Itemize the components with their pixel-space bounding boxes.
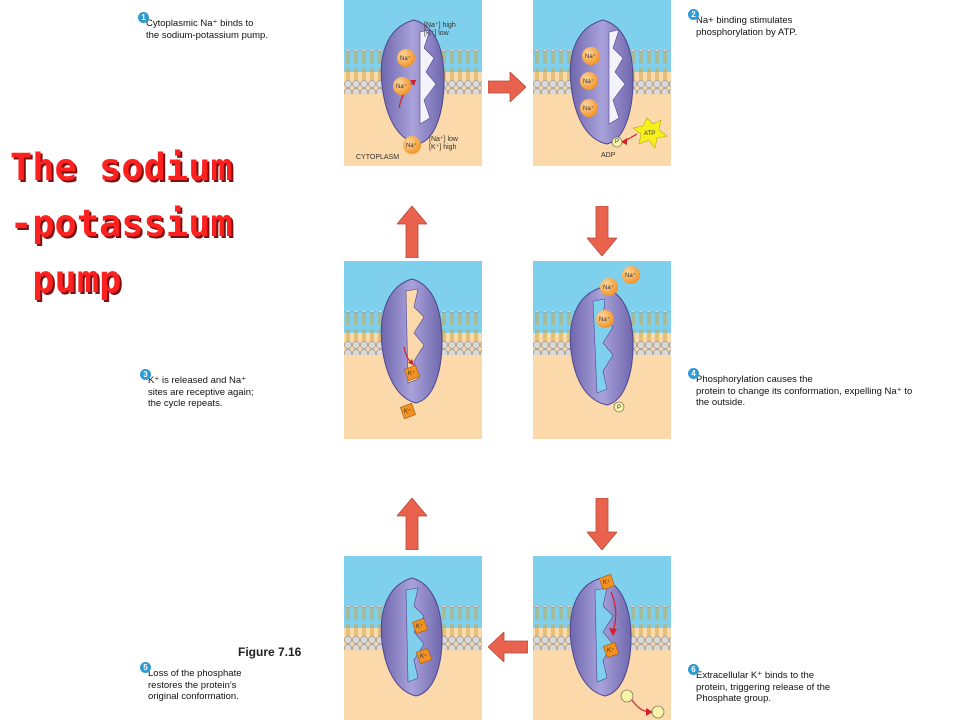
- na-ion: [397, 49, 415, 67]
- atp-label: ATP: [644, 131, 656, 137]
- arrow-step5-to-step3: [397, 498, 427, 550]
- step-6-caption: 6 Extracellular K⁺ binds to the protein,…: [688, 664, 886, 705]
- k-ion: [411, 617, 429, 635]
- panel-step-5: K⁺ K⁺: [344, 556, 482, 720]
- panel-step-2: Na⁺ Na⁺ Na⁺ ATP P ADP: [533, 0, 671, 166]
- step-3-badge: 3: [140, 369, 151, 380]
- phosphate-label: P: [615, 139, 620, 145]
- step-2-badge: 2: [688, 9, 699, 20]
- k-ion: [399, 402, 417, 420]
- step-3-caption: 3 K⁺ is released and Na⁺ sites are recep…: [140, 369, 338, 410]
- step-6-badge: 6: [688, 664, 699, 675]
- k-ion: [602, 641, 620, 659]
- step-1-text: Cytoplasmic Na⁺ binds to the sodium-pota…: [146, 18, 268, 41]
- panel-step-4: Na⁺ Na⁺ Na⁺ P: [533, 261, 671, 439]
- k-ion: [598, 573, 616, 591]
- step-4-text: Phosphorylation causes the protein to ch…: [696, 374, 913, 408]
- na-ion: [580, 72, 598, 90]
- na-label: Na⁺: [583, 106, 594, 112]
- step-1-badge: 1: [138, 12, 149, 23]
- k-ion: [415, 647, 433, 665]
- step-5-text: Loss of the phosphate restores the prote…: [148, 668, 242, 702]
- na-label: Na⁺: [585, 54, 596, 60]
- atp-burst: [632, 117, 668, 149]
- step-5-badge: 5: [140, 662, 151, 673]
- na-label: Na⁺: [603, 285, 614, 291]
- k-label: K⁺: [607, 648, 615, 654]
- k-label: K⁺: [416, 624, 424, 630]
- arrow-step3-to-step1: [397, 206, 427, 258]
- adp-label: ADP: [601, 152, 616, 159]
- na-ion: [622, 266, 640, 284]
- step-3-text: K⁺ is released and Na⁺ sites are recepti…: [148, 375, 254, 409]
- panel-step-6: K⁺ K⁺: [533, 556, 671, 720]
- extracellular-concentration-label: [Na⁺] high [K⁺] low: [424, 22, 456, 37]
- na-label: Na⁺: [400, 56, 411, 62]
- phosphate-label: P: [617, 405, 622, 411]
- step-6-text: Extracellular K⁺ binds to the protein, t…: [696, 670, 831, 704]
- panel-step-3: K⁺ K⁺: [344, 261, 482, 439]
- step-2-text: Na+ binding stimulates phosphorylation b…: [696, 15, 798, 38]
- na-label: Na⁺: [406, 143, 417, 149]
- na-label: Na⁺: [583, 79, 594, 85]
- na-ion: [580, 99, 598, 117]
- na-label: Na⁺: [396, 84, 407, 90]
- step-4-badge: 4: [688, 368, 699, 379]
- k-label: K⁺: [603, 580, 611, 586]
- panel-step-1: Na⁺ Na⁺ Na⁺ [Na⁺] high [K⁺] low [Na⁺] lo…: [344, 0, 482, 166]
- arrow-step6-to-step5: [488, 632, 528, 662]
- k-label: K⁺: [408, 371, 416, 377]
- step-4-caption: 4 Phosphorylation causes the protein to …: [688, 368, 950, 409]
- k-ion: [403, 364, 421, 382]
- slide-title: The sodium -potassium pump: [10, 146, 233, 301]
- na-ion: [582, 47, 600, 65]
- step-2-caption: 2 Na+ binding stimulates phosphorylation…: [688, 9, 876, 38]
- arrow-step1-to-step2: [488, 72, 526, 102]
- arrow-step4-to-step6: [587, 498, 617, 550]
- step-1-caption: 1 Cytoplasmic Na⁺ binds to the sodium-po…: [138, 12, 336, 41]
- k-label: K⁺: [420, 654, 428, 660]
- figure-label: Figure 7.16: [238, 645, 302, 659]
- na-ion: [600, 278, 618, 296]
- step-5-caption: 5 Loss of the phosphate restores the pro…: [140, 662, 338, 703]
- na-ion: [596, 310, 614, 328]
- na-label: Na⁺: [599, 317, 610, 323]
- na-ion: [403, 136, 421, 154]
- arrow-step2-to-step4: [587, 206, 617, 256]
- cytoplasmic-concentration-label: [Na⁺] low [K⁺] high: [429, 136, 458, 151]
- na-label: Na⁺: [625, 273, 636, 279]
- cytoplasm-label: CYTOPLASM: [356, 154, 400, 161]
- k-label: K⁺: [404, 409, 412, 415]
- na-ion: [393, 77, 411, 95]
